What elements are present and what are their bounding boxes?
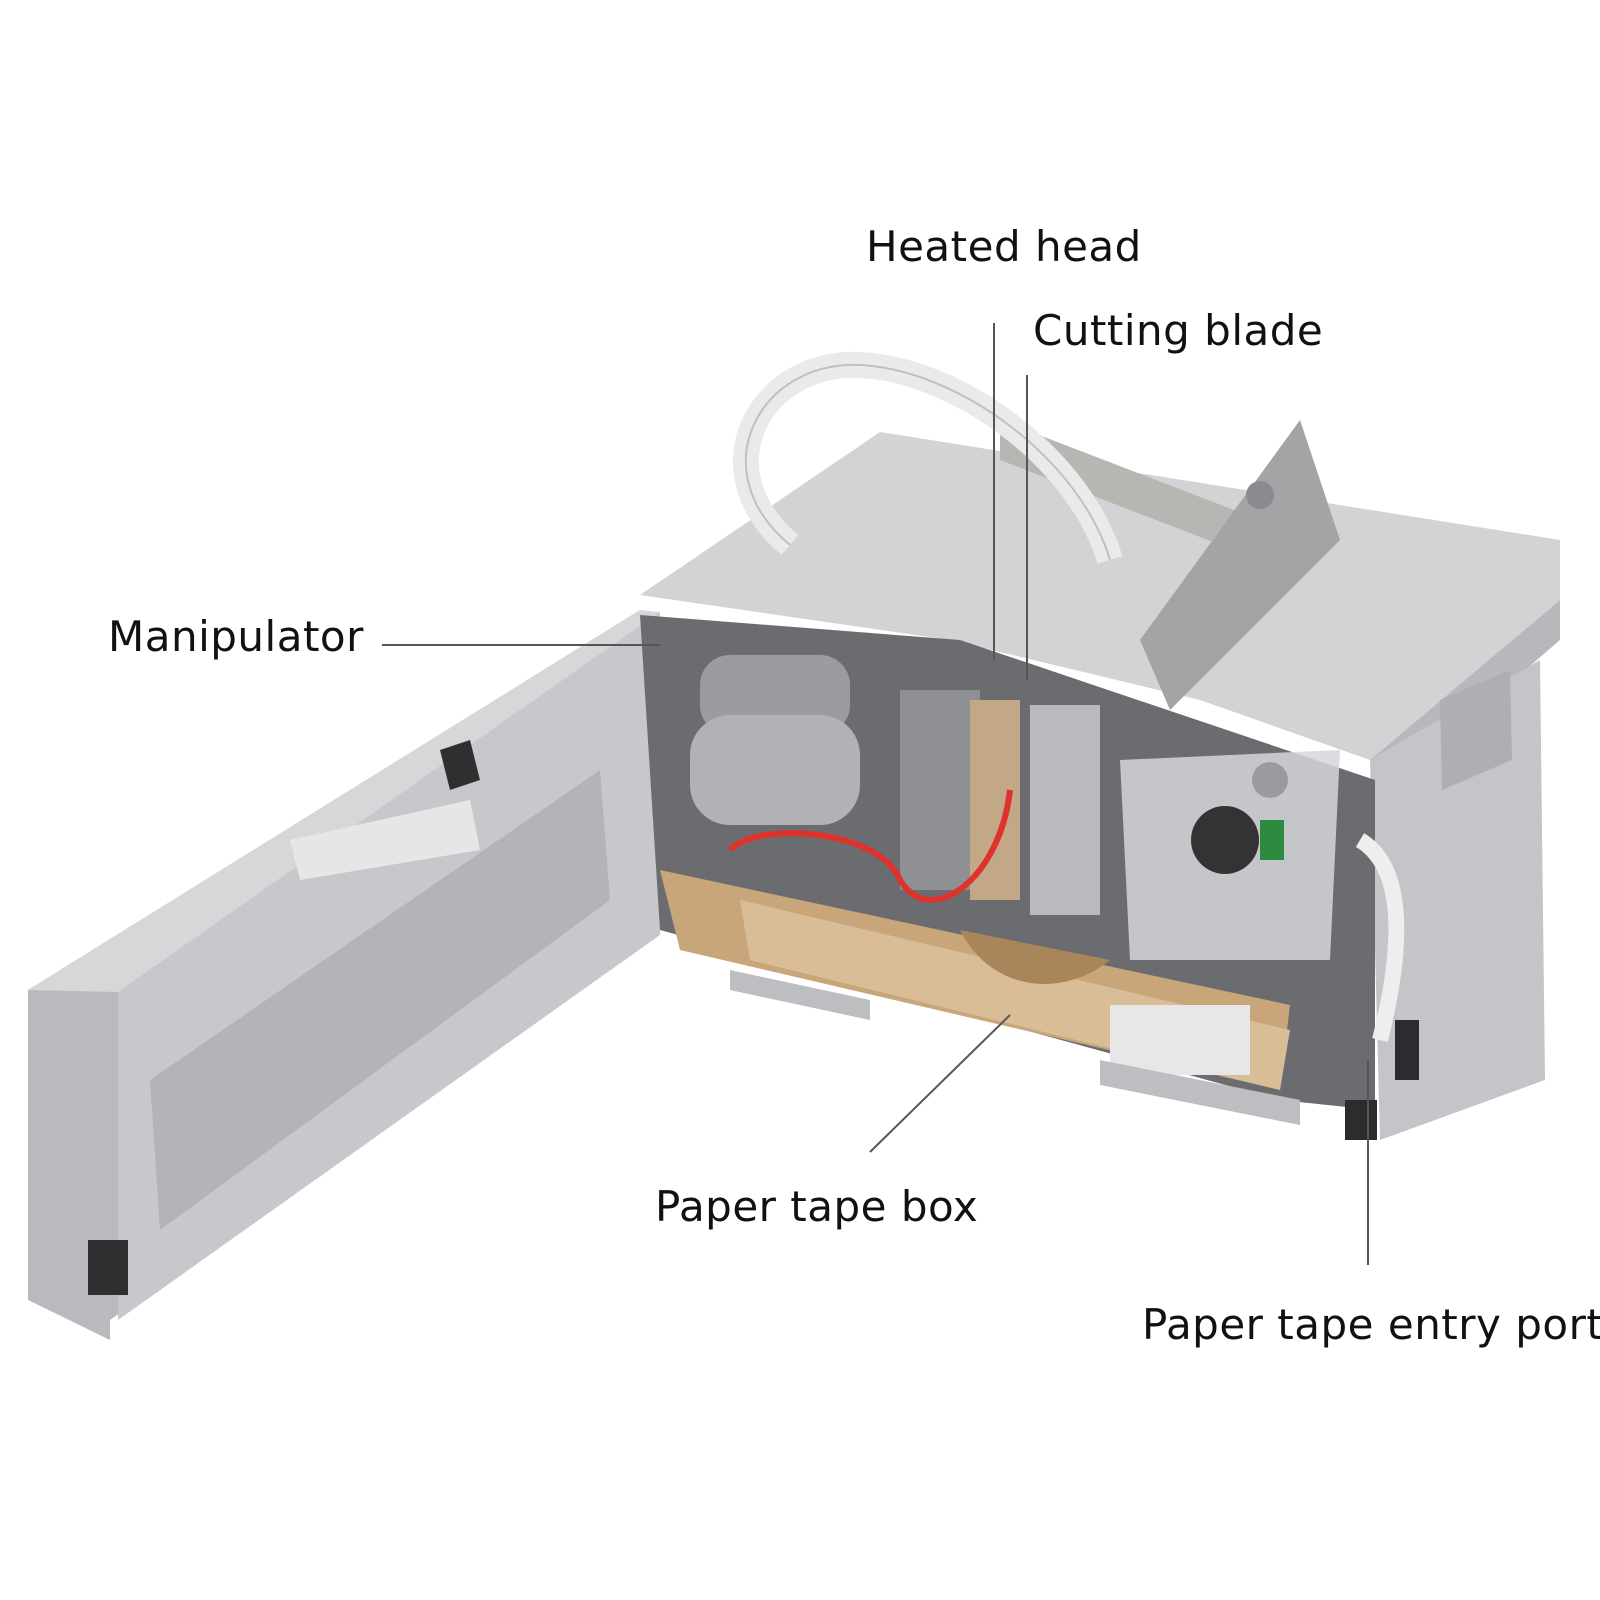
label-paper-tape-box: Paper tape box xyxy=(655,1182,979,1231)
cutter-housing xyxy=(1030,705,1100,915)
label-cutting-blade: Cutting blade xyxy=(1033,306,1324,355)
label-paper-tape-entry-port: Paper tape entry port xyxy=(1142,1300,1600,1349)
sensor-board xyxy=(1260,820,1284,860)
printer-door xyxy=(28,610,660,1340)
label-manipulator: Manipulator xyxy=(108,612,364,661)
label-heated-head: Heated head xyxy=(866,222,1142,271)
paper-tape-tray xyxy=(660,870,1290,1090)
drive-gear xyxy=(1191,806,1259,874)
paper-entry-port-area xyxy=(1345,833,1419,1140)
tray-sticker xyxy=(1110,1005,1250,1075)
leader-paper-tape-box xyxy=(869,1014,1011,1153)
paper-roll-bracket xyxy=(1000,420,1340,710)
motor-lower xyxy=(690,715,860,825)
red-wire xyxy=(727,789,1013,903)
heated-head-assembly xyxy=(900,690,980,890)
